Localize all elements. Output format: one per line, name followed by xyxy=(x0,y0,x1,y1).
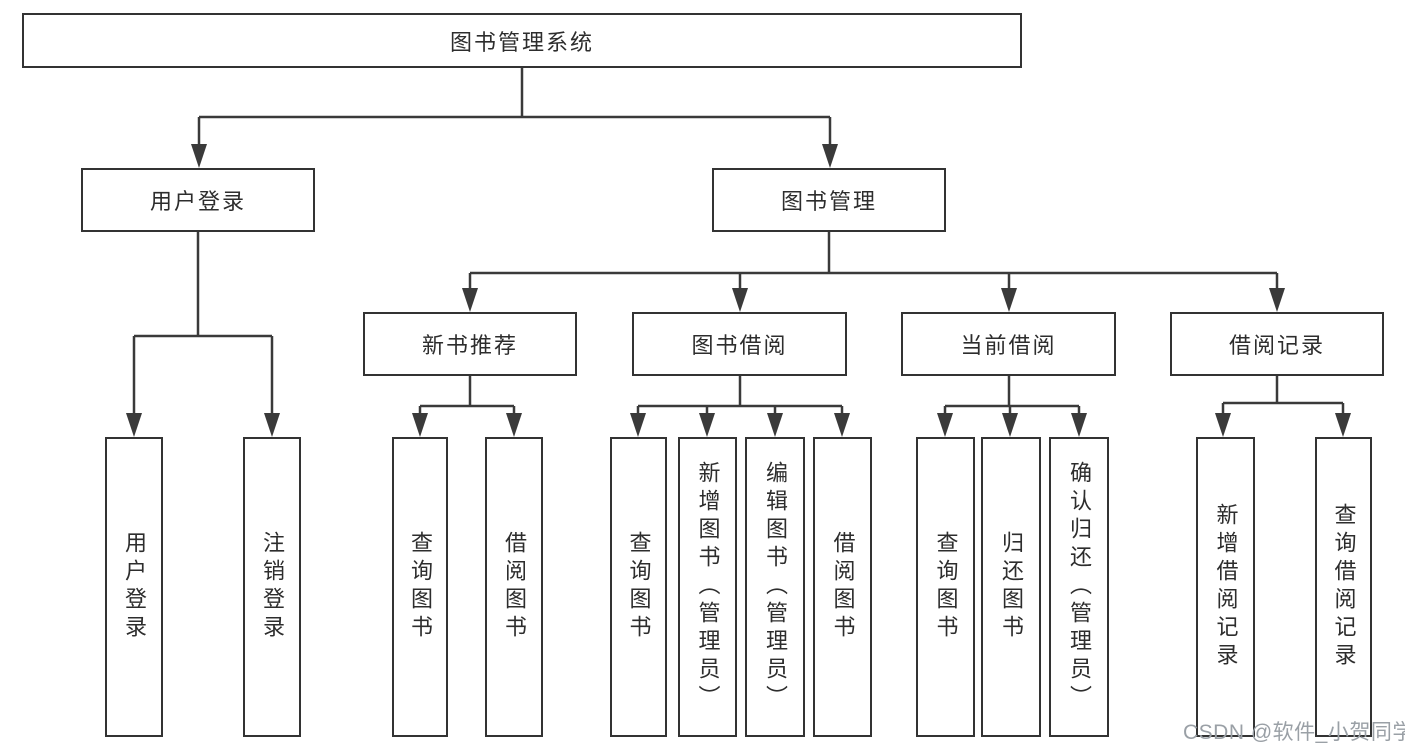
leaf-return-book: 归还图书 xyxy=(981,437,1041,737)
leaf-query-book-current: 查询图书 xyxy=(916,437,975,737)
node-borrowing-records: 借阅记录 xyxy=(1170,312,1384,376)
node-library-management-system: 图书管理系统 xyxy=(22,13,1022,68)
leaf-query-book-recommend: 查询图书 xyxy=(392,437,448,737)
leaf-user-login: 用户登录 xyxy=(105,437,163,737)
leaf-query-book-borrowing: 查询图书 xyxy=(610,437,667,737)
leaf-edit-book-admin: 编辑图书（管理员） xyxy=(745,437,805,737)
node-user-login: 用户登录 xyxy=(81,168,315,232)
leaf-confirm-return-admin: 确认归还（管理员） xyxy=(1049,437,1109,737)
csdn-watermark: CSDN @软件_小贺同学 xyxy=(1183,721,1405,744)
node-book-management: 图书管理 xyxy=(712,168,946,232)
leaf-add-book-admin: 新增图书（管理员） xyxy=(678,437,737,737)
leaf-add-borrow-record: 新增借阅记录 xyxy=(1196,437,1255,737)
node-book-borrowing: 图书借阅 xyxy=(632,312,847,376)
leaf-borrow-book: 借阅图书 xyxy=(813,437,872,737)
leaf-borrow-book-recommend: 借阅图书 xyxy=(485,437,543,737)
leaf-logout: 注销登录 xyxy=(243,437,301,737)
leaf-query-borrow-record: 查询借阅记录 xyxy=(1315,437,1372,737)
node-current-borrowing: 当前借阅 xyxy=(901,312,1116,376)
node-new-book-recommendation: 新书推荐 xyxy=(363,312,577,376)
